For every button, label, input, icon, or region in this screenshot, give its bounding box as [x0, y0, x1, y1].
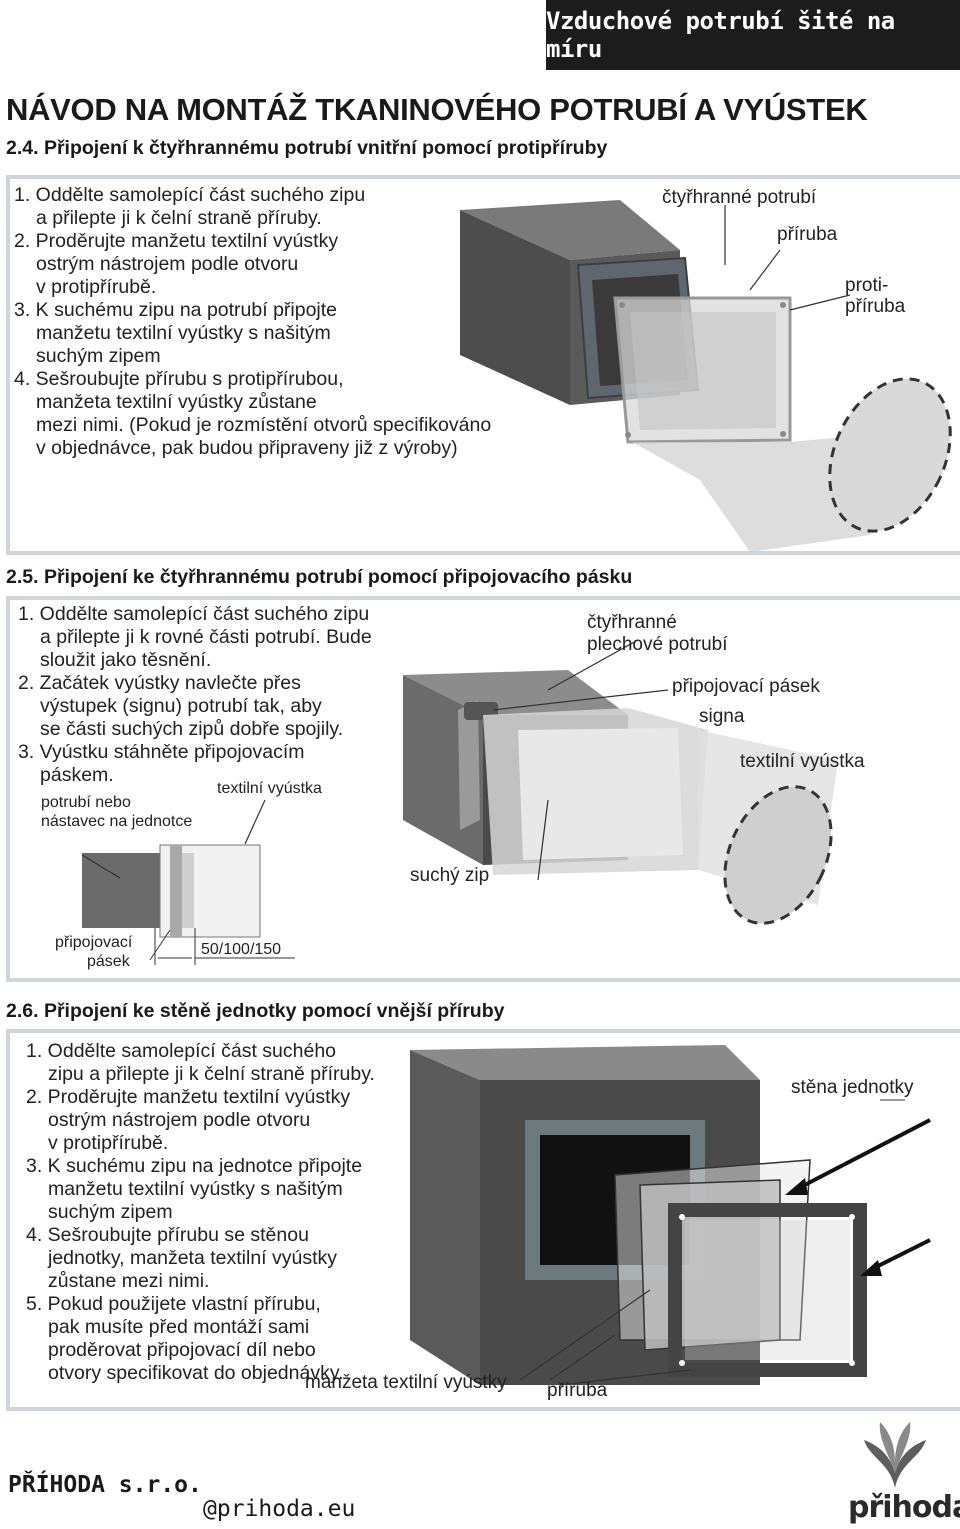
step-line: 2. Začátek vyústky navlečte přes — [18, 672, 301, 694]
illustration-strap-connection — [403, 639, 838, 925]
step-line: 4. Sešroubujte přírubu s protipřírubou, — [14, 368, 344, 390]
section-heading-2-6: 2.6. Připojení ke stěně jednotky pomocí … — [6, 1000, 505, 1022]
step-line: ostrým nástrojem podle otvoru — [48, 1109, 311, 1131]
brand-banner: Vzduchové potrubí šité na míru — [546, 0, 960, 70]
step-line: suchým zipem — [36, 345, 161, 367]
step-line: a přilepte ji k čelní straně příruby. — [36, 207, 322, 229]
label-counter-flange-1: proti- — [845, 275, 889, 296]
step-line: 3. Vyústku stáhněte připojovacím — [18, 741, 305, 763]
step-line: 1. Oddělte samolepící část suchého zipu — [18, 603, 370, 625]
steps-list-2-5: 1. Oddělte samolepící část suchého zipu … — [18, 603, 372, 787]
label-velcro: suchý zip — [410, 865, 490, 886]
illustration-unit-wall-flange — [410, 1045, 931, 1386]
label-counter-flange-2: příruba — [845, 296, 906, 317]
step-line: jednotky, manžeta textilní vyústky — [48, 1247, 338, 1269]
steps-list-2-4: 1. Oddělte samolepící část suchého zipu … — [14, 184, 491, 460]
step-line: v objednávce, pak budou připraveny již z… — [36, 437, 458, 459]
step-line: proděrovat připojovací díl nebo — [48, 1339, 316, 1361]
section-heading-2-5: 2.5. Připojení ke čtyřhrannému potrubí p… — [6, 566, 633, 588]
step-line: výstupek (signu) potrubí tak, aby — [40, 695, 322, 717]
label-strap: připojovací pásek — [672, 676, 820, 697]
step-line: se části suchých zipů dobře spojily. — [40, 718, 344, 740]
step-line: manžetu textilní vyústky s našitým — [36, 322, 331, 344]
label-unit-wall: stěna jednotky — [791, 1077, 914, 1098]
label-flange: příruba — [777, 224, 838, 245]
butterfly-logo-icon — [864, 1422, 926, 1488]
step-line: 1. Oddělte samolepící část suchého zipu — [14, 184, 366, 206]
step-line: pak musíte před montáží sami — [48, 1316, 310, 1338]
steps-list-2-6: 1. Oddělte samolepící část suchého zipu … — [26, 1040, 375, 1385]
step-line: zůstane mezi nimi. — [48, 1270, 210, 1292]
step-line: 1. Oddělte samolepící část suchého — [26, 1040, 337, 1062]
label-small-strap-2: pásek — [87, 953, 130, 970]
step-line: 4. Sešroubujte přírubu se stěnou — [26, 1224, 309, 1246]
step-line: manžetu textilní vyústky s našitým — [48, 1178, 343, 1200]
label-small-duct-1: potrubí nebo — [41, 794, 131, 811]
step-line: 2. Proděrujte manžetu textilní vyústky — [26, 1086, 351, 1108]
label-signa: signa — [699, 706, 745, 727]
label-small-strap-1: připojovací — [55, 934, 133, 951]
step-line: zipu a přilepte ji k čelní straně přírub… — [48, 1063, 375, 1085]
label-small-outlet: textilní vyústka — [217, 780, 322, 797]
label-dimension: 50/100/150 — [201, 941, 282, 958]
step-line: mezi nimi. (Pokud je rozmístění otvorů s… — [36, 414, 492, 436]
label-cuff: manžeta textilní vyústky — [305, 1372, 507, 1393]
step-line: sloužit jako těsnění. — [40, 649, 212, 671]
illustration-counter-flange — [460, 200, 952, 552]
step-line: 2. Proděrujte manžetu textilní vyústky — [14, 230, 339, 252]
label-sheet-duct-1: čtyřhranné — [587, 612, 677, 633]
label-square-duct: čtyřhranné potrubí — [662, 187, 817, 208]
illustration-strap-detail — [81, 799, 295, 965]
step-line: páskem. — [40, 764, 114, 786]
step-line: manžeta textilní vyústky zůstane — [36, 391, 317, 413]
label-small-duct-2: nástavec na jednotce — [41, 813, 193, 830]
step-line: 3. K suchému zipu na jednotce připojte — [26, 1155, 363, 1177]
step-line: suchým zipem — [48, 1201, 173, 1223]
step-line: otvory specifikovat do objednávky. — [48, 1362, 344, 1384]
label-textile-outlet: textilní vyústka — [740, 751, 865, 772]
step-line: 5. Pokud použijete vlastní přírubu, — [26, 1293, 321, 1315]
step-line: 3. K suchému zipu na potrubí připojte — [14, 299, 338, 321]
footer-website[interactable]: @prihoda.eu — [203, 1496, 356, 1522]
label-sheet-duct-2: plechové potrubí — [587, 634, 728, 655]
step-line: v protipřírubě. — [48, 1132, 169, 1154]
footer-company: PŘÍHODA s.r.o. — [8, 1472, 202, 1498]
page-title: NÁVOD NA MONTÁŽ TKANINOVÉHO POTRUBÍ A VY… — [6, 92, 868, 127]
label-flange-2-6: příruba — [547, 1380, 608, 1401]
step-line: v protipřírubě. — [36, 276, 157, 298]
step-line: ostrým nástrojem podle otvoru — [36, 253, 299, 275]
section-heading-2-4: 2.4. Připojení k čtyřhrannému potrubí vn… — [6, 137, 608, 159]
step-line: a přilepte ji k rovné části potrubí. Bud… — [40, 626, 372, 648]
brand-logo: přihoda. — [848, 1490, 960, 1525]
